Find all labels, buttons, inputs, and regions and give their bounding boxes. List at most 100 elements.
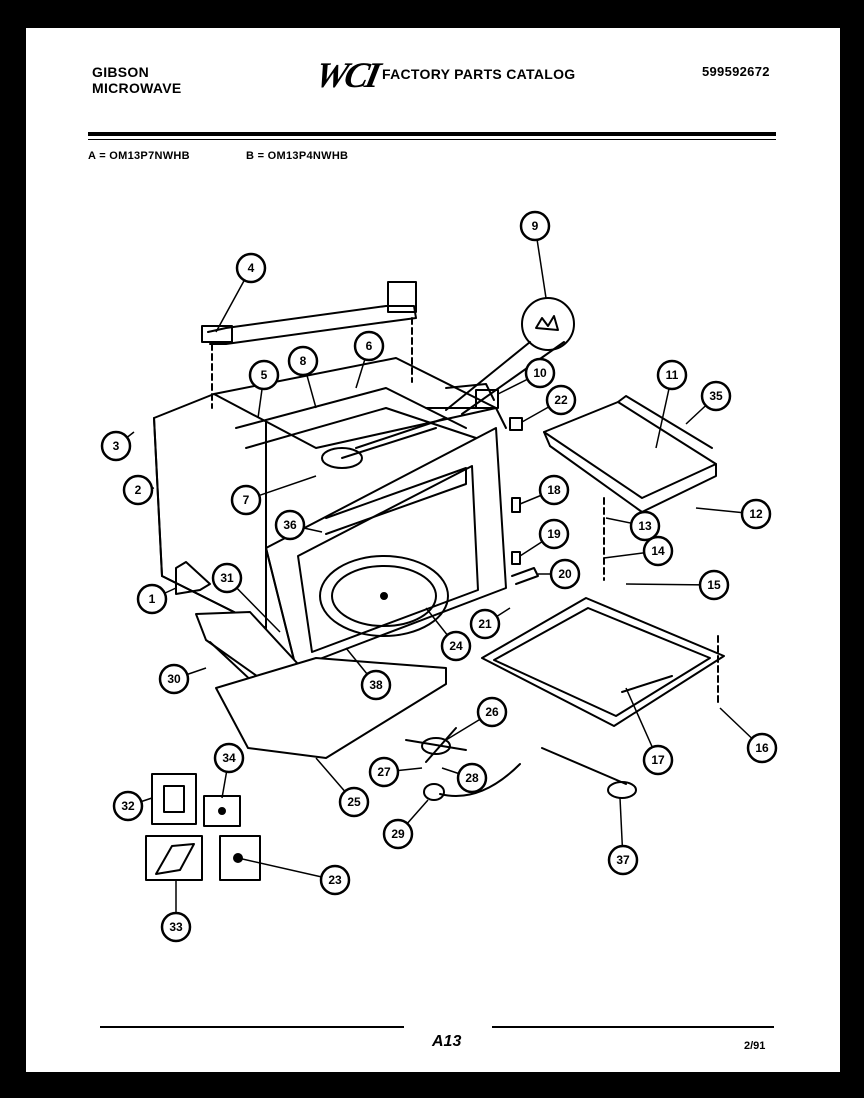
callout-circle — [122, 474, 154, 506]
callout-number: 24 — [449, 639, 463, 653]
callout-circle — [538, 518, 570, 550]
callout-circle — [519, 210, 551, 242]
callout-circle — [158, 663, 190, 695]
callout-number: 17 — [651, 753, 665, 767]
callout-number: 3 — [113, 439, 120, 453]
callout-34: 34 — [213, 742, 245, 774]
callout-circle — [360, 669, 392, 701]
callout-number: 6 — [366, 339, 373, 353]
callout-number: 36 — [283, 518, 297, 532]
callout-number: 14 — [651, 544, 665, 558]
callout-circle — [607, 844, 639, 876]
callout-circle — [136, 583, 168, 615]
callout-37: 37 — [607, 844, 639, 876]
callout-number: 33 — [169, 920, 183, 934]
callout-number: 8 — [300, 354, 307, 368]
callout-number: 27 — [377, 765, 391, 779]
callout-11: 11 — [656, 359, 688, 391]
callout-33: 33 — [160, 911, 192, 943]
callout-number: 26 — [485, 705, 499, 719]
brand-line-2: MICROWAVE — [92, 80, 182, 96]
callout-number: 21 — [478, 617, 492, 631]
callout-36: 36 — [274, 509, 306, 541]
callout-circle — [211, 562, 243, 594]
callout-circle — [740, 498, 772, 530]
page-number: A13 — [432, 1033, 462, 1050]
callout-circle — [382, 818, 414, 850]
callout-30: 30 — [158, 663, 190, 695]
callout-6: 6 — [353, 330, 385, 362]
callout-circle — [698, 569, 730, 601]
catalog-page: GIBSON MICROWAVE WCI FACTORY PARTS CATAL… — [26, 28, 840, 1072]
callout-13: 13 — [629, 510, 661, 542]
callout-25: 25 — [338, 786, 370, 818]
callout-29: 29 — [382, 818, 414, 850]
callout-1: 1 — [136, 583, 168, 615]
callout-number: 31 — [220, 571, 234, 585]
brand-name: GIBSON MICROWAVE — [92, 64, 182, 96]
callout-circle — [160, 911, 192, 943]
catalog-title: FACTORY PARTS CATALOG — [382, 66, 576, 82]
callout-circle — [100, 430, 132, 462]
callout-number: 13 — [638, 519, 652, 533]
callout-number: 20 — [558, 567, 572, 581]
callout-circle — [353, 330, 385, 362]
callout-14: 14 — [642, 535, 674, 567]
footer-rule-left — [100, 1026, 404, 1028]
callout-number: 12 — [749, 507, 763, 521]
control-panel-drawing — [543, 395, 717, 513]
callout-number: 34 — [222, 751, 236, 765]
brand-line-1: GIBSON — [92, 64, 150, 80]
callout-3: 3 — [100, 430, 132, 462]
callout-number: 28 — [465, 771, 479, 785]
callout-20: 20 — [549, 558, 581, 590]
callout-23: 23 — [319, 864, 351, 896]
callout-circle — [456, 762, 488, 794]
header-rule-thick — [88, 132, 776, 136]
callout-circle — [656, 359, 688, 391]
model-a-label: A = OM13P7NWHB — [88, 150, 190, 162]
callout-18: 18 — [538, 474, 570, 506]
callout-circle — [700, 380, 732, 412]
callout-27: 27 — [368, 756, 400, 788]
callout-number: 23 — [328, 873, 342, 887]
callout-circle — [248, 359, 280, 391]
callout-circle — [538, 474, 570, 506]
callout-number: 25 — [347, 795, 361, 809]
callout-circle — [274, 509, 306, 541]
callout-circle — [368, 756, 400, 788]
callout-number: 35 — [709, 389, 723, 403]
callout-number: 22 — [554, 393, 568, 407]
callout-circle — [545, 384, 577, 416]
callout-number: 18 — [547, 483, 561, 497]
callout-31: 31 — [211, 562, 243, 594]
callout-circle — [230, 484, 262, 516]
callout-2: 2 — [122, 474, 154, 506]
callout-16: 16 — [746, 732, 778, 764]
callout-26: 26 — [476, 696, 508, 728]
callout-9: 9 — [519, 210, 551, 242]
callout-19: 19 — [538, 518, 570, 550]
callout-number: 29 — [391, 827, 405, 841]
callout-circle — [440, 630, 472, 662]
callout-8: 8 — [287, 345, 319, 377]
callout-38: 38 — [360, 669, 392, 701]
callout-circle — [524, 357, 556, 389]
callout-circle — [235, 252, 267, 284]
callout-circle — [213, 742, 245, 774]
callout-15: 15 — [698, 569, 730, 601]
callout-circle — [287, 345, 319, 377]
oven-cavity-drawing — [265, 427, 507, 669]
callout-12: 12 — [740, 498, 772, 530]
callout-21: 21 — [469, 608, 501, 640]
catalog-part-number: 599592672 — [702, 64, 770, 79]
revision-date: 2/91 — [744, 1040, 766, 1052]
callout-circle — [469, 608, 501, 640]
callout-number: 37 — [616, 853, 630, 867]
callout-number: 38 — [369, 678, 383, 692]
callout-number: 10 — [533, 366, 547, 380]
callout-24: 24 — [440, 630, 472, 662]
callout-10: 10 — [524, 357, 556, 389]
callout-number: 30 — [167, 672, 181, 686]
callout-number: 16 — [755, 741, 769, 755]
